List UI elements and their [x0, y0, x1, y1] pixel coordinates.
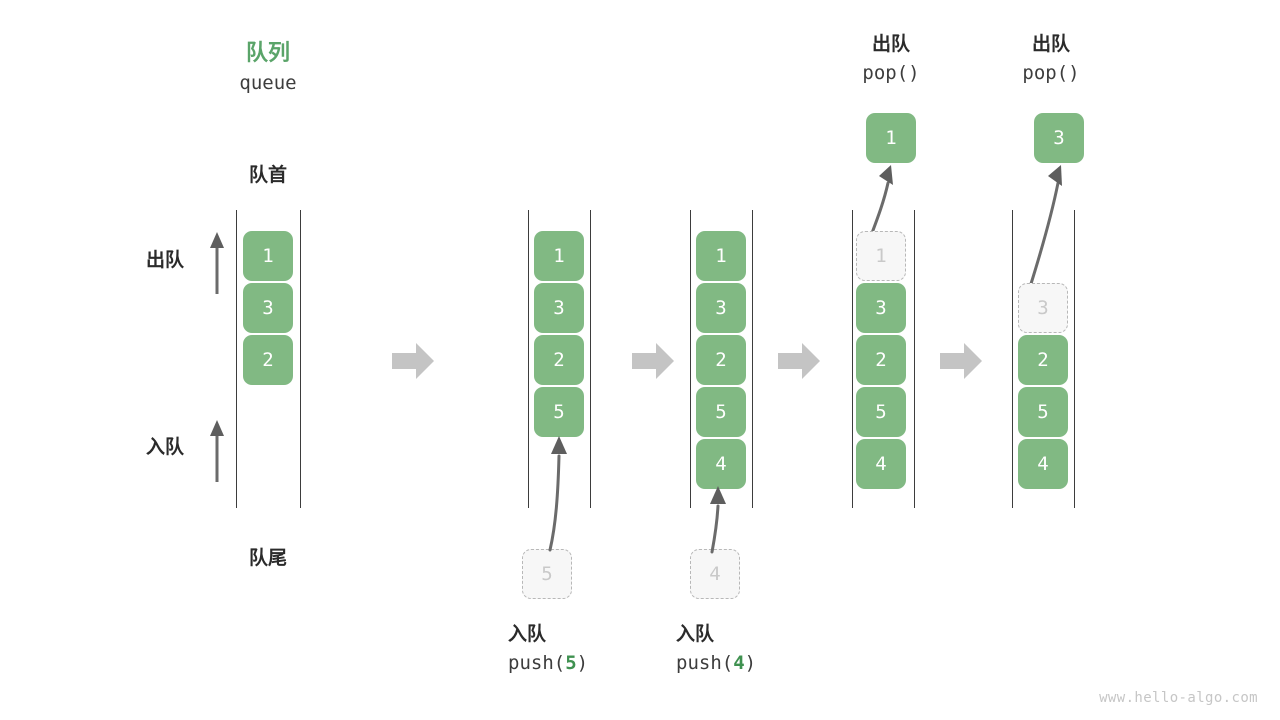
dequeue-direction-arrow-icon [210, 232, 224, 294]
pop-3-header-code: pop() [1022, 61, 1080, 84]
queue-item-removed-ghost: 1 [856, 231, 906, 281]
queue-item: 4 [1018, 439, 1068, 489]
queue-item: 3 [856, 283, 906, 333]
push-5-caption-code: push(5) [508, 652, 589, 675]
column-2-rail-right [590, 210, 591, 508]
queue-front-label: 队首 [248, 164, 287, 186]
queue-item-new: 4 [696, 439, 746, 489]
column-3-rail-right [752, 210, 753, 508]
queue-rear-label: 队尾 [248, 547, 287, 569]
queue-item: 2 [856, 335, 906, 385]
queue-item: 1 [243, 231, 293, 281]
push-5-caption: 入队 push(5) [508, 620, 588, 679]
push-5-caption-cn: 入队 [508, 623, 547, 645]
queue-item: 2 [1018, 335, 1068, 385]
column-5-rail-right [1074, 210, 1075, 508]
pop-1-header: 出队 pop() [818, 30, 964, 87]
column-4-rail-right [914, 210, 915, 508]
column-1-rail-left [236, 210, 237, 508]
queue-item: 3 [696, 283, 746, 333]
step-arrow-icon [392, 343, 434, 379]
step-arrow-icon [632, 343, 674, 379]
queue-item: 5 [696, 387, 746, 437]
popped-element: 1 [866, 113, 916, 163]
step-arrow-icon [940, 343, 982, 379]
column-1-rail-right [300, 210, 301, 508]
step-arrow-icon [778, 343, 820, 379]
diagram-title-en: queue [239, 72, 297, 94]
popped-element: 3 [1034, 113, 1084, 163]
queue-item: 3 [534, 283, 584, 333]
queue-item-removed-ghost: 3 [1018, 283, 1068, 333]
queue-item: 5 [856, 387, 906, 437]
queue-item: 2 [534, 335, 584, 385]
queue-item: 5 [1018, 387, 1068, 437]
enqueue-direction-label: 入队 [146, 436, 185, 458]
push-motion-arrow-icon [548, 436, 567, 552]
push-motion-arrow-icon [710, 486, 726, 554]
pop-1-header-cn: 出队 [871, 33, 910, 55]
queue-item: 1 [534, 231, 584, 281]
queue-item: 3 [243, 283, 293, 333]
pop-motion-arrow-icon [1028, 165, 1062, 289]
queue-item: 2 [243, 335, 293, 385]
enqueue-direction-arrow-icon [210, 420, 224, 482]
diagram-title-cn: 队列 [245, 41, 290, 66]
pop-3-header: 出队 pop() [978, 30, 1124, 87]
column-5-rail-left [1012, 210, 1013, 508]
queue-item: 4 [856, 439, 906, 489]
queue-item: 2 [696, 335, 746, 385]
queue-item: 1 [696, 231, 746, 281]
column-4-rail-left [852, 210, 853, 508]
push-4-caption-cn: 入队 [676, 623, 715, 645]
dequeue-direction-label: 出队 [146, 249, 185, 271]
push-4-caption-code: push(4) [676, 652, 757, 675]
push-4-caption: 入队 push(4) [676, 620, 756, 679]
column-3-rail-left [690, 210, 691, 508]
pop-motion-arrow-icon [870, 165, 893, 235]
pop-3-header-cn: 出队 [1031, 33, 1070, 55]
column-2-rail-left [528, 210, 529, 508]
queue-item-new: 5 [534, 387, 584, 437]
incoming-element-ghost: 4 [690, 549, 740, 599]
watermark: www.hello-algo.com [1099, 690, 1258, 706]
pop-1-header-code: pop() [862, 61, 920, 84]
incoming-element-ghost: 5 [522, 549, 572, 599]
